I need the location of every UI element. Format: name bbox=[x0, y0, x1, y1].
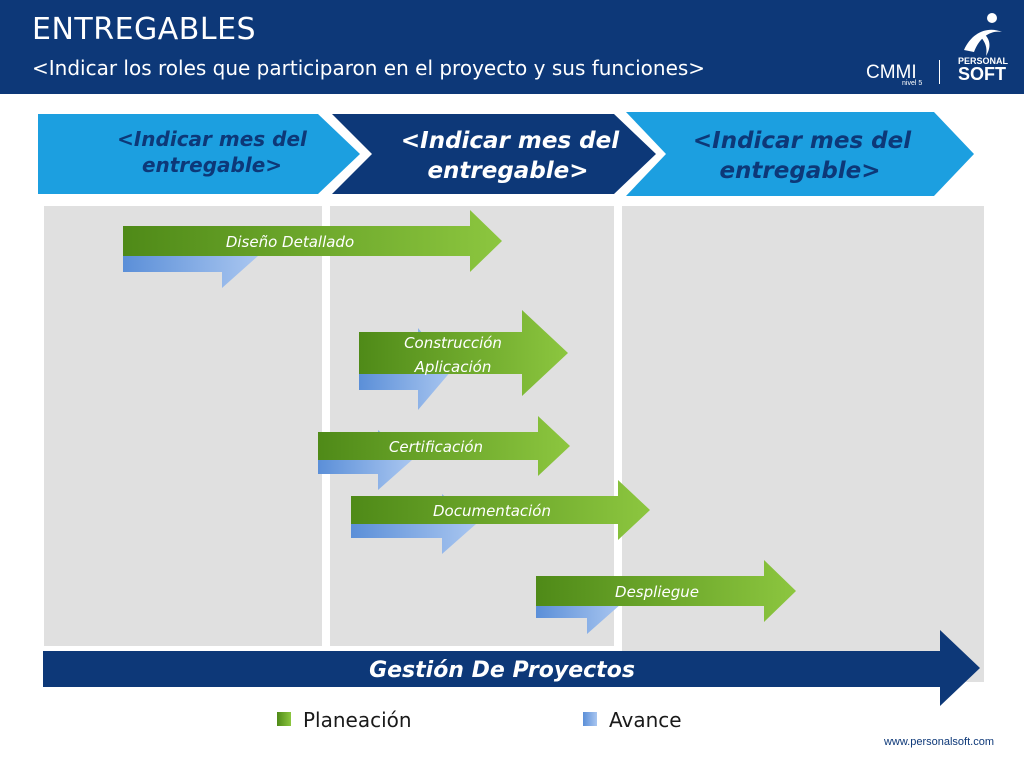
task-arrow-documentacion: Documentación bbox=[351, 480, 650, 554]
cmmi-logo-text: CMMI bbox=[866, 62, 917, 83]
phase-column-3 bbox=[622, 206, 984, 682]
planning-arrow bbox=[318, 416, 570, 476]
phase-label-1-line2: entregable> bbox=[142, 153, 282, 177]
task-label: Despliegue bbox=[615, 583, 699, 601]
project-management-label: Gestión De Proyectos bbox=[369, 658, 635, 683]
phase-label-3-line2: entregable> bbox=[719, 158, 880, 184]
task-arrow-despliegue: Despliegue bbox=[536, 560, 796, 634]
task-label: Diseño Detallado bbox=[226, 233, 354, 251]
planning-arrow bbox=[536, 560, 796, 622]
legend: Planeación Avance bbox=[277, 708, 682, 732]
task-arrow-construccion-aplicacion: Construcción Aplicación bbox=[359, 310, 568, 410]
phase-label-3-line1: <Indicar mes del bbox=[693, 128, 912, 154]
phase-column-1 bbox=[44, 206, 322, 646]
phase-label-2-line1: <Indicar mes del bbox=[401, 128, 620, 154]
planning-arrow bbox=[359, 310, 568, 396]
task-arrow-certificacion: Certificación bbox=[318, 416, 570, 490]
page-title: ENTREGABLES bbox=[32, 12, 257, 47]
task-arrow-diseno-detallado: Diseño Detallado bbox=[123, 210, 502, 288]
legend-planning-label: Planeación bbox=[303, 708, 412, 732]
personalsoft-logo-bottom: SOFT bbox=[958, 64, 1006, 84]
task-label: Certificación bbox=[389, 438, 483, 456]
cmmi-level-text: nivel 5 bbox=[902, 80, 923, 87]
task-label: Documentación bbox=[433, 502, 551, 520]
logo-divider bbox=[939, 60, 940, 84]
phase-column-2 bbox=[330, 206, 614, 646]
legend-progress-label: Avance bbox=[609, 708, 682, 732]
phase-label-2-line2: entregable> bbox=[427, 158, 588, 184]
planning-square-icon bbox=[277, 712, 291, 726]
footer-url[interactable]: www.personalsoft.com bbox=[883, 736, 994, 748]
phase-label-1-line1: <Indicar mes del bbox=[117, 127, 308, 151]
phase-chevron-1: <Indicar mes del entregable> bbox=[38, 112, 366, 196]
phase-chevron-2: <Indicar mes del entregable> bbox=[326, 112, 662, 198]
task-label-line2: Aplicación bbox=[414, 358, 492, 376]
task-label-line1: Construcción bbox=[404, 334, 502, 352]
header-bar: ENTREGABLES <Indicar los roles que parti… bbox=[0, 0, 1024, 94]
planning-arrow bbox=[123, 210, 502, 272]
personalsoft-logo-top: PERSONAL bbox=[958, 56, 1009, 66]
project-management-arrow: Gestión De Proyectos bbox=[43, 630, 980, 706]
phase-chevron-3: <Indicar mes del entregable> bbox=[624, 110, 978, 198]
page-subtitle: <Indicar los roles que participaron en e… bbox=[32, 56, 706, 80]
planning-arrow bbox=[351, 480, 650, 540]
progress-square-icon bbox=[583, 712, 597, 726]
personalsoft-runner-icon bbox=[964, 13, 1002, 56]
